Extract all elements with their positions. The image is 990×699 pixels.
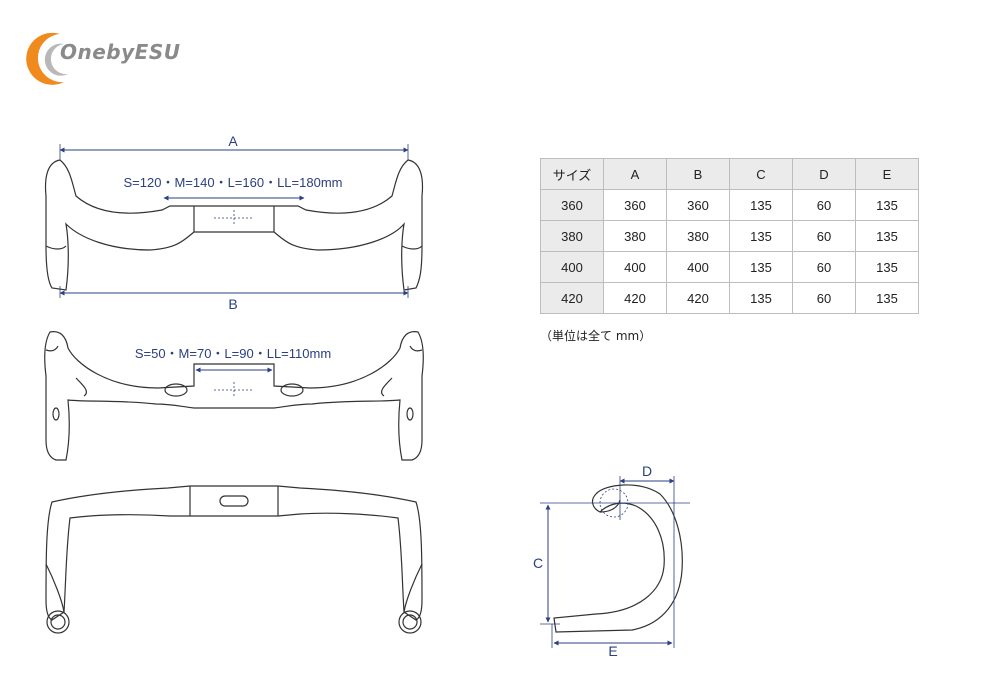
logo-swoosh-icon xyxy=(26,32,68,85)
table-cell: 60 xyxy=(792,251,856,283)
front-view-drawing xyxy=(44,159,424,291)
table-cell: 380 xyxy=(540,220,604,252)
table-cell: 135 xyxy=(729,189,793,221)
middle-clamp-width-label: S=50・M=70・L=90・LL=110mm xyxy=(135,346,331,361)
table-cell: 400 xyxy=(540,251,604,283)
table-row: 400 400 400 135 60 135 xyxy=(540,251,919,283)
table-cell: 360 xyxy=(540,189,604,221)
table-cell: 380 xyxy=(666,220,730,252)
table-cell: 135 xyxy=(855,251,919,283)
table-cell: 420 xyxy=(540,282,604,314)
table-cell: 60 xyxy=(792,189,856,221)
table-cell: 60 xyxy=(792,220,856,252)
header-b: B xyxy=(666,158,730,190)
table-cell: 135 xyxy=(729,251,793,283)
table-cell: 60 xyxy=(792,282,856,314)
table-cell: 135 xyxy=(855,189,919,221)
table-cell: 135 xyxy=(729,220,793,252)
table-row: 380 380 380 135 60 135 xyxy=(540,220,919,252)
table-cell: 380 xyxy=(603,220,667,252)
top-down-view-drawing xyxy=(45,485,423,634)
rear-view-drawing xyxy=(44,331,424,461)
header-size: サイズ xyxy=(540,158,604,190)
table-cell: 135 xyxy=(855,282,919,314)
table-row: 420 420 420 135 60 135 xyxy=(540,282,919,314)
table-cell: 420 xyxy=(603,282,667,314)
table-cell: 360 xyxy=(603,189,667,221)
dimension-a-label: A xyxy=(228,133,238,149)
table-cell: 420 xyxy=(666,282,730,314)
top-clamp-width-label: S=120・M=140・L=160・LL=180mm xyxy=(124,175,343,190)
side-profile-drawing xyxy=(553,484,683,633)
table-row: 360 360 360 135 60 135 xyxy=(540,189,919,221)
unit-note: （単位は全て mm） xyxy=(540,329,652,343)
table-cell: 400 xyxy=(603,251,667,283)
dimension-b-label: B xyxy=(228,296,237,312)
table-cell: 400 xyxy=(666,251,730,283)
header-a: A xyxy=(603,158,667,190)
header-c: C xyxy=(729,158,793,190)
table-cell: 135 xyxy=(855,220,919,252)
size-spec-table: サイズ A B C D E 360 360 360 135 60 135 380… xyxy=(540,158,919,314)
dimension-e-label: E xyxy=(608,643,617,659)
brand-logo: OnebyESU xyxy=(20,28,220,88)
logo-text: OnebyESU xyxy=(60,40,181,64)
table-cell: 360 xyxy=(666,189,730,221)
table-cell: 135 xyxy=(729,282,793,314)
dimension-d-label: D xyxy=(642,463,652,479)
header-d: D xyxy=(792,158,856,190)
dimension-c-label: C xyxy=(533,555,543,571)
table-header-row: サイズ A B C D E xyxy=(540,158,919,190)
header-e: E xyxy=(855,158,919,190)
